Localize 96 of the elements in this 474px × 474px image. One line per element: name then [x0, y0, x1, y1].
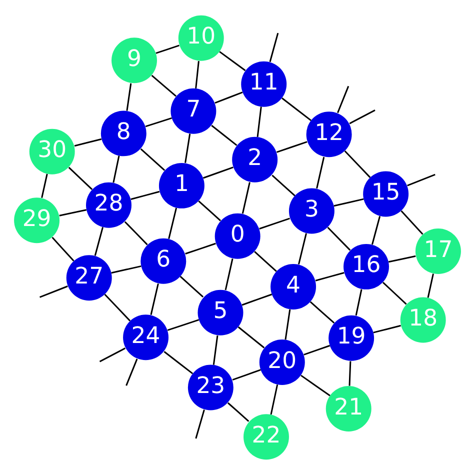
connector: [370, 215, 380, 244]
connector: [281, 97, 311, 121]
connector: [194, 409, 204, 438]
connector: [155, 44, 179, 54]
connector: [388, 254, 416, 262]
connector: [237, 326, 264, 348]
connector: [309, 300, 334, 323]
connector: [426, 273, 434, 298]
node-circle: 1: [158, 162, 204, 208]
connector: [348, 109, 375, 124]
connector: [300, 374, 330, 396]
node-circle: 27: [66, 254, 112, 300]
connector: [297, 232, 306, 264]
connector: [258, 217, 290, 229]
connector: [382, 281, 406, 304]
node-circle: 11: [240, 60, 286, 106]
connector: [372, 324, 400, 333]
node-circle: 20: [258, 339, 304, 384]
node-circle: 6: [140, 238, 186, 284]
connector: [110, 264, 141, 274]
connector: [406, 173, 435, 186]
node-circle: 23: [187, 364, 233, 410]
connector: [214, 91, 242, 104]
node-circle: 22: [243, 414, 288, 460]
connector: [168, 207, 177, 239]
node-circle: 29: [14, 197, 60, 243]
connector: [194, 60, 199, 88]
connector: [218, 50, 246, 71]
node-circle: 9: [111, 37, 156, 83]
node-circle: 19: [328, 314, 374, 360]
connector: [271, 174, 295, 196]
connector: [270, 384, 278, 414]
connector: [232, 368, 260, 380]
connector: [348, 360, 351, 386]
connector: [125, 358, 138, 386]
connector: [179, 275, 204, 297]
connector: [333, 198, 364, 206]
connector: [40, 173, 48, 198]
connector: [124, 220, 148, 245]
connector: [39, 285, 68, 298]
connector: [51, 236, 74, 261]
connector: [254, 250, 276, 272]
connector: [184, 242, 216, 254]
node-circle: 0: [214, 212, 260, 258]
connector: [224, 258, 233, 290]
connector: [68, 166, 92, 190]
connector: [104, 293, 130, 321]
connector: [198, 200, 221, 221]
node-circle: 10: [178, 14, 224, 60]
node-circle: 3: [288, 188, 334, 234]
connector: [314, 272, 344, 281]
node-circle: 24: [122, 314, 168, 360]
connector: [126, 82, 132, 110]
connector: [276, 140, 307, 152]
node-circle: 21: [325, 385, 371, 431]
node-circle: 8: [100, 110, 146, 156]
connector: [150, 282, 158, 315]
connector: [336, 85, 349, 113]
connector: [166, 318, 199, 330]
connector: [344, 150, 370, 178]
node-circle: 16: [343, 243, 388, 289]
connector: [74, 138, 102, 146]
connector: [94, 226, 104, 256]
connector: [130, 190, 160, 200]
connector: [354, 288, 362, 316]
connector: [150, 74, 176, 96]
connector: [241, 182, 250, 214]
connector: [58, 208, 86, 216]
connector: [163, 350, 193, 374]
connector: [98, 347, 126, 362]
connector: [256, 106, 262, 137]
node-circle: 5: [197, 289, 243, 335]
connector: [400, 210, 423, 234]
node-circle: 28: [86, 182, 131, 228]
connector: [202, 166, 233, 178]
node-circle: 15: [362, 170, 408, 216]
node-circle: 18: [400, 296, 446, 342]
connector: [326, 226, 350, 250]
node-circle: 30: [28, 128, 74, 174]
connector: [112, 155, 120, 182]
connector: [210, 124, 237, 146]
connector: [303, 344, 330, 355]
connector: [268, 32, 278, 62]
node-circle: 7: [170, 88, 216, 134]
connector: [284, 308, 290, 340]
node-circle: 12: [306, 111, 352, 157]
connector: [316, 156, 324, 188]
connector: [226, 402, 249, 422]
connector: [212, 334, 218, 364]
node-circle: 4: [270, 263, 316, 309]
connector: [184, 133, 190, 163]
node-circle: 17: [414, 228, 460, 274]
connector: [241, 293, 272, 306]
connector: [144, 116, 172, 127]
connector: [140, 148, 165, 170]
node-circle: 2: [232, 136, 278, 182]
